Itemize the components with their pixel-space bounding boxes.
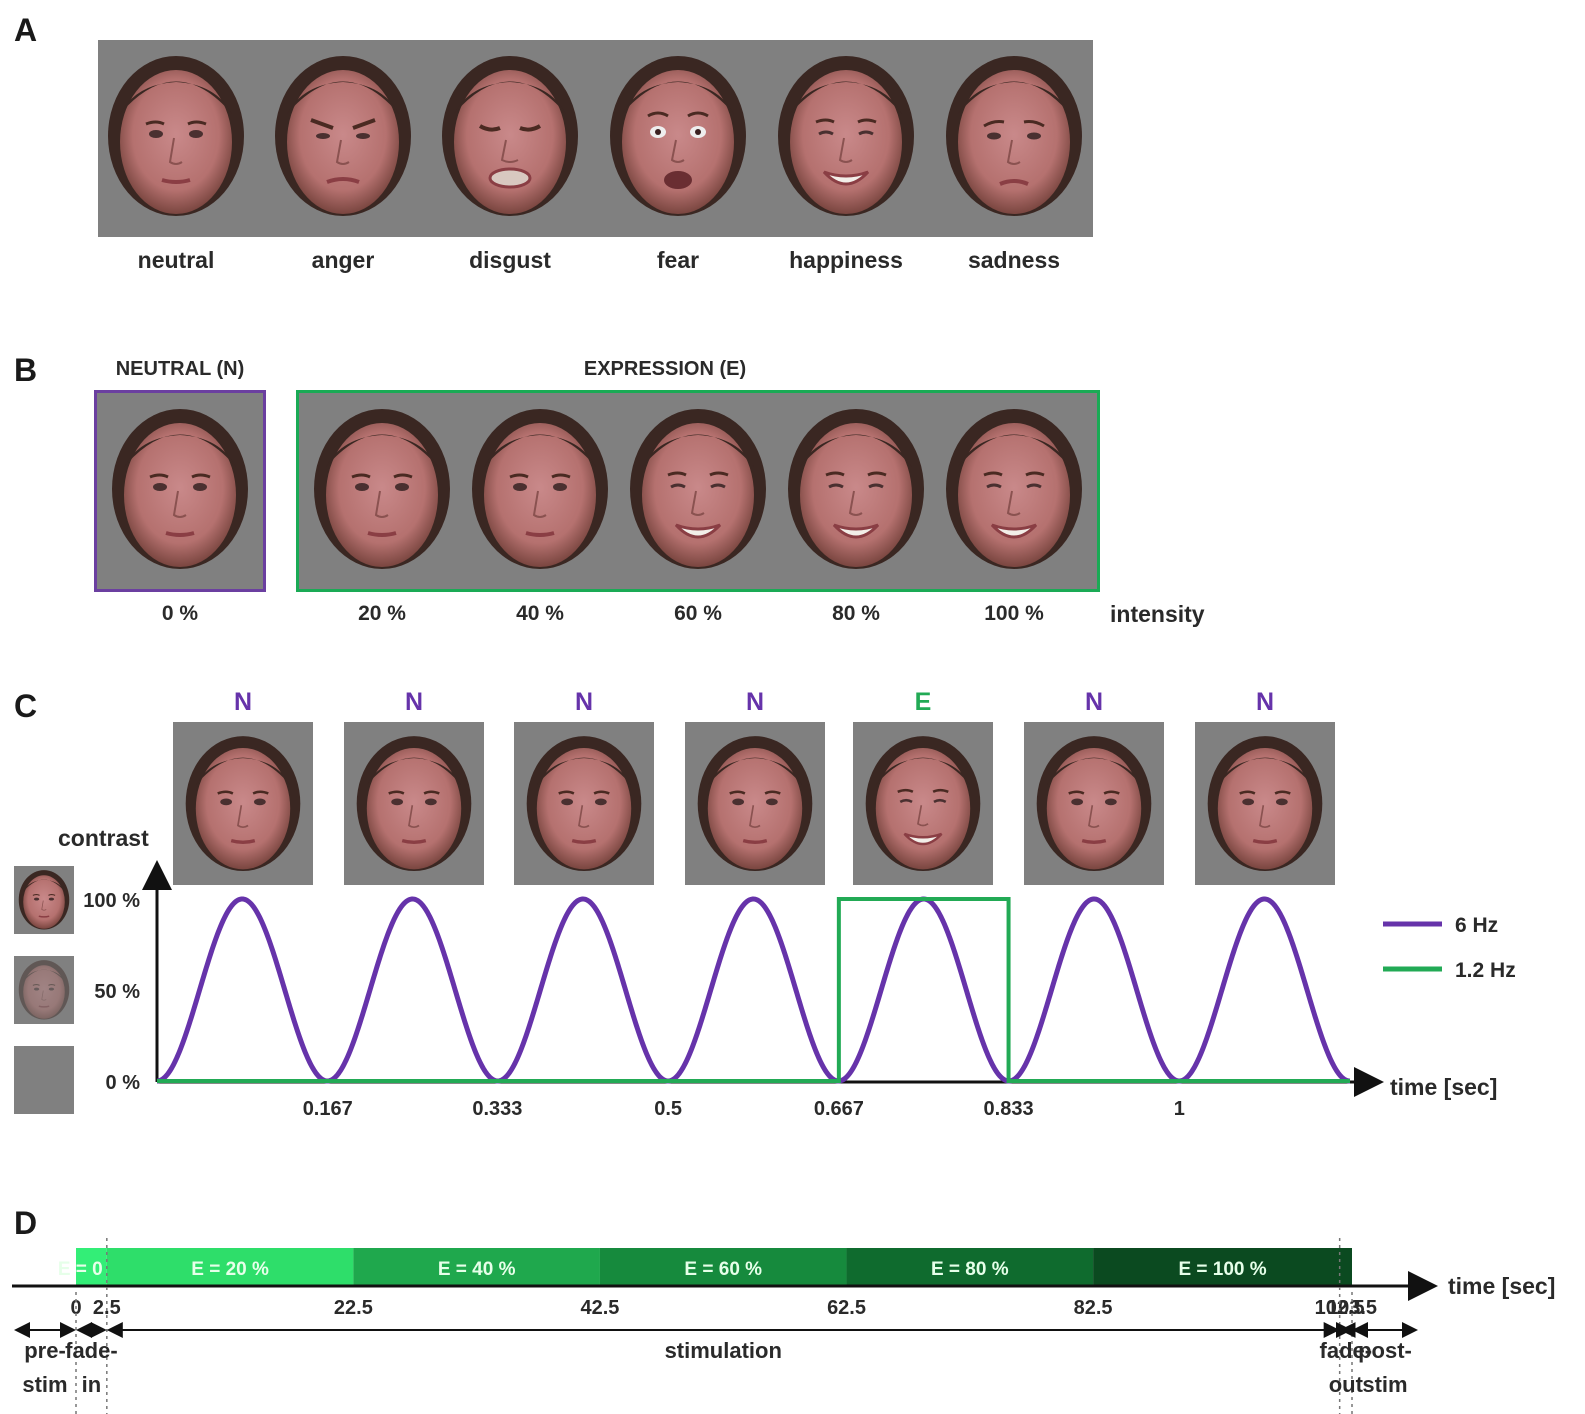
expression-label-sadness: sadness [967, 247, 1061, 273]
x-tick-label: 1 [1174, 1098, 1185, 1120]
x-tick-label: 0.167 [303, 1098, 353, 1120]
intensity-label-60: 60 % [674, 602, 722, 625]
segment-label: E = 20 % [191, 1259, 269, 1280]
timeline-segment [106, 1248, 354, 1286]
chart-series [156, 896, 1351, 1084]
neutral-frame-image [173, 722, 313, 885]
face-happiness-image [776, 54, 916, 219]
series-6hz-line [156, 896, 1351, 1084]
expression-frame-image [853, 722, 993, 885]
chart-tick-labels: 0 % 50 % 100 % 0.167 0.333 0.5 0.667 0.833 1 [83, 890, 1185, 1120]
expression-title: EXPRESSION (E) [583, 358, 747, 380]
phase-label: in [82, 1372, 102, 1397]
timeline-segment [1093, 1248, 1352, 1286]
contrast-0-thumbnail [14, 1046, 74, 1114]
frame-label-n: N [404, 688, 424, 716]
intensity-label-40: 40 % [516, 602, 564, 625]
x-tick-label: 0.333 [472, 1098, 522, 1120]
intensity-label-100: 100 % [984, 602, 1044, 625]
phase-label: pre- [24, 1338, 66, 1363]
expression-label-fear: fear [656, 247, 700, 273]
timeline-tick-label: 82.5 [1074, 1297, 1113, 1319]
timeline-chart: E = 0 %E = 20 %E = 40 %E = 60 %E = 80 %E… [12, 1238, 1555, 1414]
neutral-frame-image [514, 722, 654, 885]
intensity-20-face-image [312, 407, 452, 572]
timeline-segment [76, 1248, 107, 1286]
phase-label: stim [1362, 1372, 1407, 1397]
frame-label-n: N [1255, 688, 1275, 716]
chart-legend: 6 Hz 1.2 Hz [1383, 914, 1516, 982]
x-tick-label: 0.833 [984, 1098, 1034, 1120]
contrast-chart: contrast time [sec] 0 % 50 % 100 % 0.167 0.33… [58, 825, 1516, 1120]
expression-strip [98, 40, 1093, 237]
expression-frame [296, 390, 1100, 592]
y-tick-label: 50 % [94, 981, 140, 1003]
y-tick-label: 100 % [83, 890, 140, 912]
phase-label: stimulation [665, 1338, 782, 1363]
panel-a-letter: A [14, 12, 38, 48]
frame-label-e: E [914, 688, 932, 716]
neutral-frame-image [1024, 722, 1164, 885]
y-axis-label: contrast [58, 825, 149, 851]
intensity-label-80: 80 % [832, 602, 880, 625]
face-neutral-image [106, 54, 246, 219]
contrast-100-thumbnail [14, 866, 74, 934]
expression-label-neutral: neutral [137, 247, 215, 273]
panel-c-letter: C [14, 688, 38, 724]
expression-label-anger: anger [311, 247, 375, 273]
x-tick-label: 0.667 [814, 1098, 864, 1120]
phase-label: out [1329, 1372, 1364, 1397]
neutral-title: NEUTRAL (N) [115, 358, 245, 380]
phase-label: stim [22, 1372, 67, 1397]
x-tick-label: 0.5 [654, 1098, 682, 1120]
intensity-100-face-image [944, 407, 1084, 572]
neutral-frame-image [685, 722, 825, 885]
neutral-frame-image [1195, 722, 1335, 885]
timeline-tick-label: 22.5 [334, 1297, 373, 1319]
neutral-frame [94, 390, 266, 592]
intensity-label-0: 0 % [161, 602, 199, 625]
series-1-2hz-line [157, 897, 1350, 1083]
neutral-face-image [110, 407, 250, 572]
expression-label-disgust: disgust [469, 247, 551, 273]
frame-label-n: N [574, 688, 594, 716]
phase-label: fade- [1320, 1338, 1373, 1363]
segment-label: E = 60 % [684, 1259, 762, 1280]
intensity-axis-label: intensity [1110, 601, 1205, 627]
phase-label: fade- [65, 1338, 118, 1363]
frame-label-n: N [745, 688, 765, 716]
intensity-label-20: 20 % [358, 602, 406, 625]
face-anger-image [273, 54, 413, 219]
intensity-40-face-image [470, 407, 610, 572]
panel-b-letter: B [14, 352, 38, 388]
segment-label: E = 100 % [1178, 1259, 1266, 1280]
segment-label: E = 80 % [931, 1259, 1009, 1280]
expression-label-happiness: happiness [789, 247, 903, 273]
y-tick-label: 0 % [106, 1072, 141, 1094]
timeline-segment [353, 1248, 600, 1286]
neutral-frame-image [344, 722, 484, 885]
face-sadness-image [944, 54, 1084, 219]
panel-d-letter: D [14, 1205, 38, 1241]
timeline-phases: pre-stim fade-in stimulation fade-out post-s… [14, 1238, 1418, 1414]
legend-label: 1.2 Hz [1455, 959, 1516, 982]
contrast-50-thumbnail [14, 956, 74, 1024]
timeline-axis-label: time [sec] [1448, 1273, 1555, 1299]
face-disgust-image [440, 54, 580, 219]
legend-label: 6 Hz [1455, 914, 1498, 937]
frame-label-n: N [1084, 688, 1104, 716]
frame-label-n: N [233, 688, 253, 716]
segment-label: E = 40 % [438, 1259, 516, 1280]
x-axis-label: time [sec] [1390, 1074, 1497, 1100]
phase-label: post- [1358, 1338, 1412, 1363]
timeline-tick-label: 62.5 [827, 1297, 866, 1319]
timeline-tick-label: 42.5 [580, 1297, 619, 1319]
timeline-segments: E = 0 %E = 20 %E = 40 %E = 60 %E = 80 %E… [58, 1248, 1352, 1286]
face-fear-image [608, 54, 748, 219]
timeline-segment [846, 1248, 1094, 1286]
intensity-60-face-image [628, 407, 768, 572]
intensity-80-face-image [786, 407, 926, 572]
timeline-segment [599, 1248, 847, 1286]
